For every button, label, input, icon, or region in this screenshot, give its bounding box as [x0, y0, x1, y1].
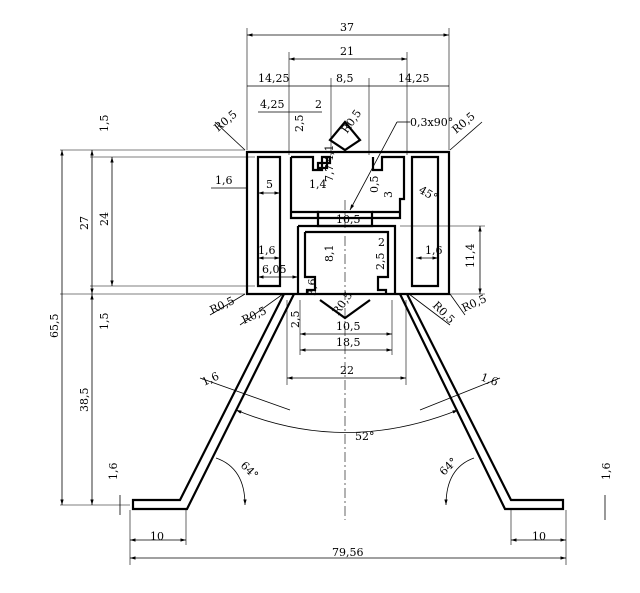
- dim-body-height: 27: [78, 216, 91, 230]
- dimension-lines: [60, 33, 606, 560]
- dim-center-top-width: 10,5: [336, 213, 361, 226]
- profile-outline: [131, 120, 565, 511]
- dim-leg-spread: 22: [340, 364, 354, 377]
- dim-overall-base-width: 79,56: [332, 546, 364, 559]
- dim-base-width: 18,5: [336, 336, 361, 349]
- dim-chamber-height: 24: [98, 212, 111, 226]
- dim-right-small-b: 3: [382, 191, 395, 198]
- dim-slot-height: 3,6: [306, 279, 319, 297]
- dim-left-chamber-wall: 1,6: [215, 174, 233, 187]
- radius-top-left: R0,5: [212, 108, 240, 135]
- radius-bottom-left-outer: R0,5: [208, 294, 237, 317]
- radius-top-center: R0,5: [339, 107, 364, 136]
- dim-bottom-slot-depth: 2,5: [289, 311, 302, 329]
- dim-foot-thickness-left: 1,6: [107, 463, 120, 481]
- dim-angle-between-legs: 52°: [355, 430, 375, 443]
- dim-chamfer: 0,3x90°: [410, 116, 453, 129]
- dim-right-small-a: 0,5: [368, 176, 381, 194]
- dim-foot-left: 10: [150, 530, 164, 543]
- dim-bottom-wall: 1,5: [98, 313, 111, 331]
- dim-total-height: 65,5: [48, 314, 61, 339]
- dim-lower-slot-height: 2,5: [374, 253, 387, 271]
- extension-lines: [60, 28, 567, 565]
- dim-foot-thickness-right: 1,6: [600, 463, 613, 481]
- dim-lower-slot-small: 2: [378, 236, 385, 249]
- dim-foot-right: 10: [532, 530, 546, 543]
- dim-lip-height: 4,1: [323, 145, 336, 163]
- dim-right-side-height: 11,4: [464, 244, 477, 269]
- dim-overall-width-top: 37: [340, 21, 354, 34]
- dim-left-chamber-width: 5: [266, 178, 273, 191]
- dimension-labels: 37 21 14,25 8,5 14,25 4,25 2 2,5 4,1 0,3…: [48, 21, 613, 559]
- dim-right-section: 14,25: [398, 72, 430, 85]
- dim-middle-section: 8,5: [336, 72, 354, 85]
- dim-left-section: 14,25: [258, 72, 290, 85]
- dim-slot-width: 2: [315, 98, 322, 111]
- dim-angle-45: 45°: [417, 183, 440, 204]
- dim-slot-depth: 2,5: [293, 115, 306, 133]
- dim-leg-wall-right: 1,6: [479, 371, 500, 389]
- dim-inner-offset: 1,4: [309, 178, 327, 191]
- dim-lower-center-height: 8,1: [323, 245, 336, 263]
- dim-leg-height: 38,5: [78, 388, 91, 413]
- dim-bottom-slot-width: 10,5: [336, 320, 361, 333]
- radius-bottom-left-inner: R0,5: [240, 304, 269, 327]
- dim-leg-angle-right: 64°: [437, 455, 460, 478]
- radius-top-right: R0,5: [450, 110, 478, 137]
- dim-lower-left-wall: 1,6: [258, 244, 276, 257]
- radius-bottom-right-outer: R0,5: [460, 292, 489, 315]
- dim-lower-right-wall: 1,6: [425, 244, 443, 257]
- dim-top-wall: 1,5: [98, 115, 111, 133]
- dim-slot-offset: 4,25: [260, 98, 285, 111]
- dim-inner-height: 7,7: [323, 165, 336, 183]
- dim-inner-width: 21: [340, 45, 354, 58]
- dim-leg-angle-left: 64°: [238, 459, 261, 482]
- dim-leg-wall-left: 1,6: [200, 370, 221, 389]
- dim-lower-left-width: 6,05: [262, 263, 287, 276]
